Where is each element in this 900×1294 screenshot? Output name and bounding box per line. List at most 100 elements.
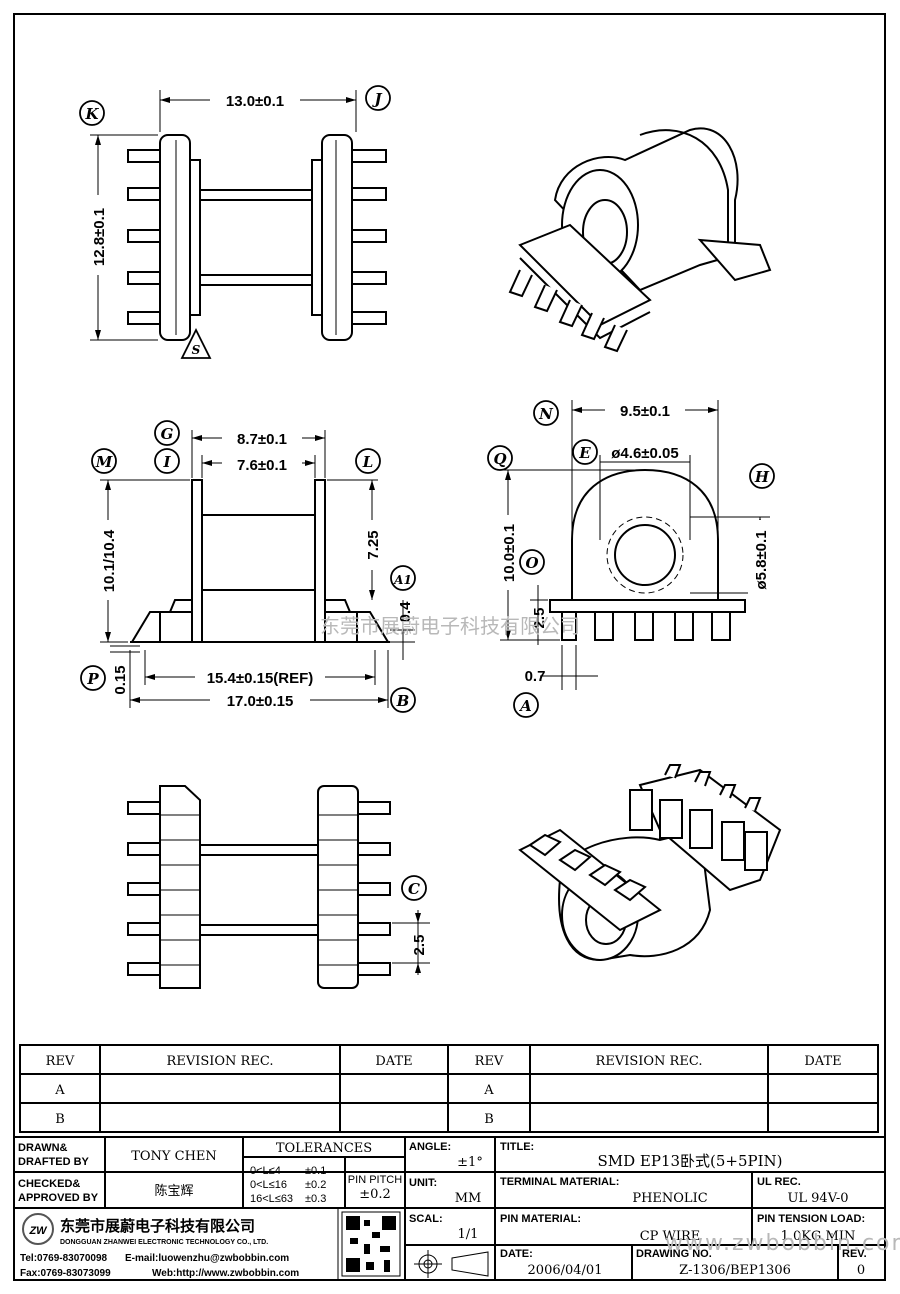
- callout-q: [487, 445, 513, 471]
- callout-j: [365, 85, 391, 111]
- company-logo: [22, 1213, 54, 1245]
- svg-text:I: I: [162, 453, 171, 471]
- dim-side-height: 10.0±0.1: [501, 524, 518, 582]
- svg-text:J: J: [371, 90, 382, 108]
- svg-text:P: P: [86, 670, 99, 688]
- terminal-value: PHENOLIC: [632, 1191, 707, 1206]
- date-label: DATE:: [500, 1248, 533, 1260]
- sheet-border: [13, 13, 886, 1281]
- title-label: TITLE:: [500, 1141, 534, 1153]
- dim-top-height: 12.8±0.1: [91, 208, 108, 266]
- dim-side-pin: 0.7: [525, 668, 546, 685]
- drawn-value: TONY CHEN: [131, 1149, 217, 1164]
- rev-header-5: REVISION REC.: [596, 1054, 703, 1069]
- svg-text:S: S: [192, 343, 201, 357]
- dim-front-height: 10.1/10.4: [101, 529, 118, 592]
- dim-front-a1: 0.4: [397, 601, 414, 623]
- title-value: SMD EP13卧式(5+5PIN): [597, 1152, 782, 1170]
- callout-k: [79, 100, 105, 126]
- rev-header-3: DATE: [375, 1054, 412, 1069]
- callout-a1: [390, 565, 416, 591]
- callout-s: [180, 327, 212, 359]
- dim-front-p: 0.15: [112, 665, 129, 694]
- svg-text:K: K: [84, 105, 99, 123]
- left-flange: [159, 134, 191, 341]
- dim-front-width2: 7.6±0.1: [237, 457, 287, 474]
- pin-pitch-value: ±0.2: [359, 1187, 391, 1202]
- tol-row-3-val: ±0.3: [305, 1193, 326, 1205]
- right-flange: [321, 134, 353, 341]
- callout-b: [390, 687, 416, 713]
- tension-value: 1.0KG MIN: [781, 1229, 856, 1244]
- company-name-cn: 东莞市展蔚电子科技有限公司: [60, 1217, 255, 1235]
- tolerances-label: TOLERANCES: [276, 1141, 372, 1156]
- watermark-url: www.zwbobbin.com: [665, 1231, 900, 1256]
- company-email: E-mail:luowenzhu@zwbobbin.com: [125, 1253, 289, 1264]
- projection-symbol: [414, 1250, 489, 1278]
- drawing-value: Z-1306/BEP1306: [679, 1263, 791, 1278]
- pin-material-value: CP WIRE: [640, 1229, 701, 1244]
- rev-row-a-right: A: [483, 1083, 494, 1098]
- rev-row-b-right: B: [484, 1112, 494, 1127]
- callout-n: [533, 400, 559, 426]
- iso-view-bottom: [518, 764, 782, 962]
- ul-label: UL REC.: [757, 1176, 801, 1188]
- callout-g: [154, 420, 180, 446]
- svg-text:Q: Q: [493, 450, 506, 468]
- rev-header-4: REV: [475, 1054, 504, 1069]
- top-view: 13.0±0.1 12.8±0.1 K J S: [79, 85, 391, 359]
- watermark-company: 东莞市展蔚电子科技有限公司: [320, 614, 580, 638]
- svg-text:A1: A1: [393, 573, 412, 587]
- tol-row-3-range: 16<L≤63: [250, 1193, 293, 1205]
- rev-row-b-left: B: [55, 1112, 65, 1127]
- dim-side-o: 2.5: [531, 608, 548, 629]
- svg-text:APPROVED BY: APPROVED BY: [18, 1192, 99, 1204]
- company-fax: Fax:0769-83073099: [20, 1268, 111, 1279]
- tension-label: PIN TENSION LOAD:: [757, 1213, 865, 1225]
- dim-front-total: 17.0±0.15: [227, 693, 294, 710]
- rev-value: 0: [857, 1263, 865, 1278]
- tol-row-2-range: 0<L≤16: [250, 1179, 287, 1191]
- pin-pitch-label: PIN PITCH: [348, 1174, 402, 1186]
- angle-label: ANGLE:: [409, 1141, 451, 1153]
- company-tel: Tel:0769-83070098: [20, 1253, 108, 1264]
- rev-row-a-left: A: [54, 1083, 65, 1098]
- callout-o: [519, 549, 545, 575]
- angle-value: ±1°: [457, 1155, 483, 1170]
- dim-side-width: 9.5±0.1: [620, 403, 670, 420]
- drawing-label: DRAWING NO.: [636, 1248, 712, 1260]
- dim-top-width: 13.0±0.1: [226, 93, 284, 110]
- company-name-en: DONGGUAN ZHANWEI ELECTRONIC TECHNOLOGY C…: [60, 1239, 268, 1246]
- svg-text:A: A: [518, 697, 532, 715]
- callout-a: [513, 692, 539, 718]
- callout-e: [572, 439, 598, 465]
- bottom-view: 2.5 C: [127, 785, 430, 989]
- unit-value: MM: [455, 1191, 482, 1206]
- svg-text:B: B: [396, 692, 410, 710]
- dim-side-bore: ø4.6±0.05: [611, 445, 678, 462]
- dim-front-inner-h: 7.25: [365, 530, 382, 559]
- side-view: 9.5±0.1 ø4.6±0.05 10.0±0.1 2.5 0.7 ø5.8±…: [487, 398, 775, 718]
- qr-code: [341, 1211, 401, 1277]
- rev-header-6: DATE: [804, 1054, 841, 1069]
- dim-bottom-pitch: 2.5: [411, 935, 428, 956]
- rev-label: REV.: [842, 1248, 867, 1260]
- callout-c: [401, 875, 427, 901]
- callout-h: [749, 463, 775, 489]
- pin-material-label: PIN MATERIAL:: [500, 1213, 581, 1225]
- unit-label: UNIT:: [409, 1177, 437, 1189]
- date-value: 2006/04/01: [528, 1263, 603, 1278]
- title-block: DRAWN& DRAFTED BY TONY CHEN CHECKED& APP…: [13, 1136, 886, 1281]
- dim-front-ref: 15.4±0.15(REF): [207, 670, 314, 687]
- svg-text:O: O: [525, 554, 538, 572]
- ul-value: UL 94V-0: [787, 1191, 848, 1206]
- svg-text:G: G: [161, 425, 174, 443]
- callout-p: [80, 665, 106, 691]
- dim-front-width1: 8.7±0.1: [237, 431, 287, 448]
- svg-text:M: M: [95, 453, 113, 471]
- company-web: Web:http://www.zwbobbin.com: [152, 1268, 299, 1279]
- callout-m: [91, 448, 117, 474]
- rev-header-2: REVISION REC.: [167, 1054, 274, 1069]
- scale-value: 1/1: [458, 1227, 479, 1242]
